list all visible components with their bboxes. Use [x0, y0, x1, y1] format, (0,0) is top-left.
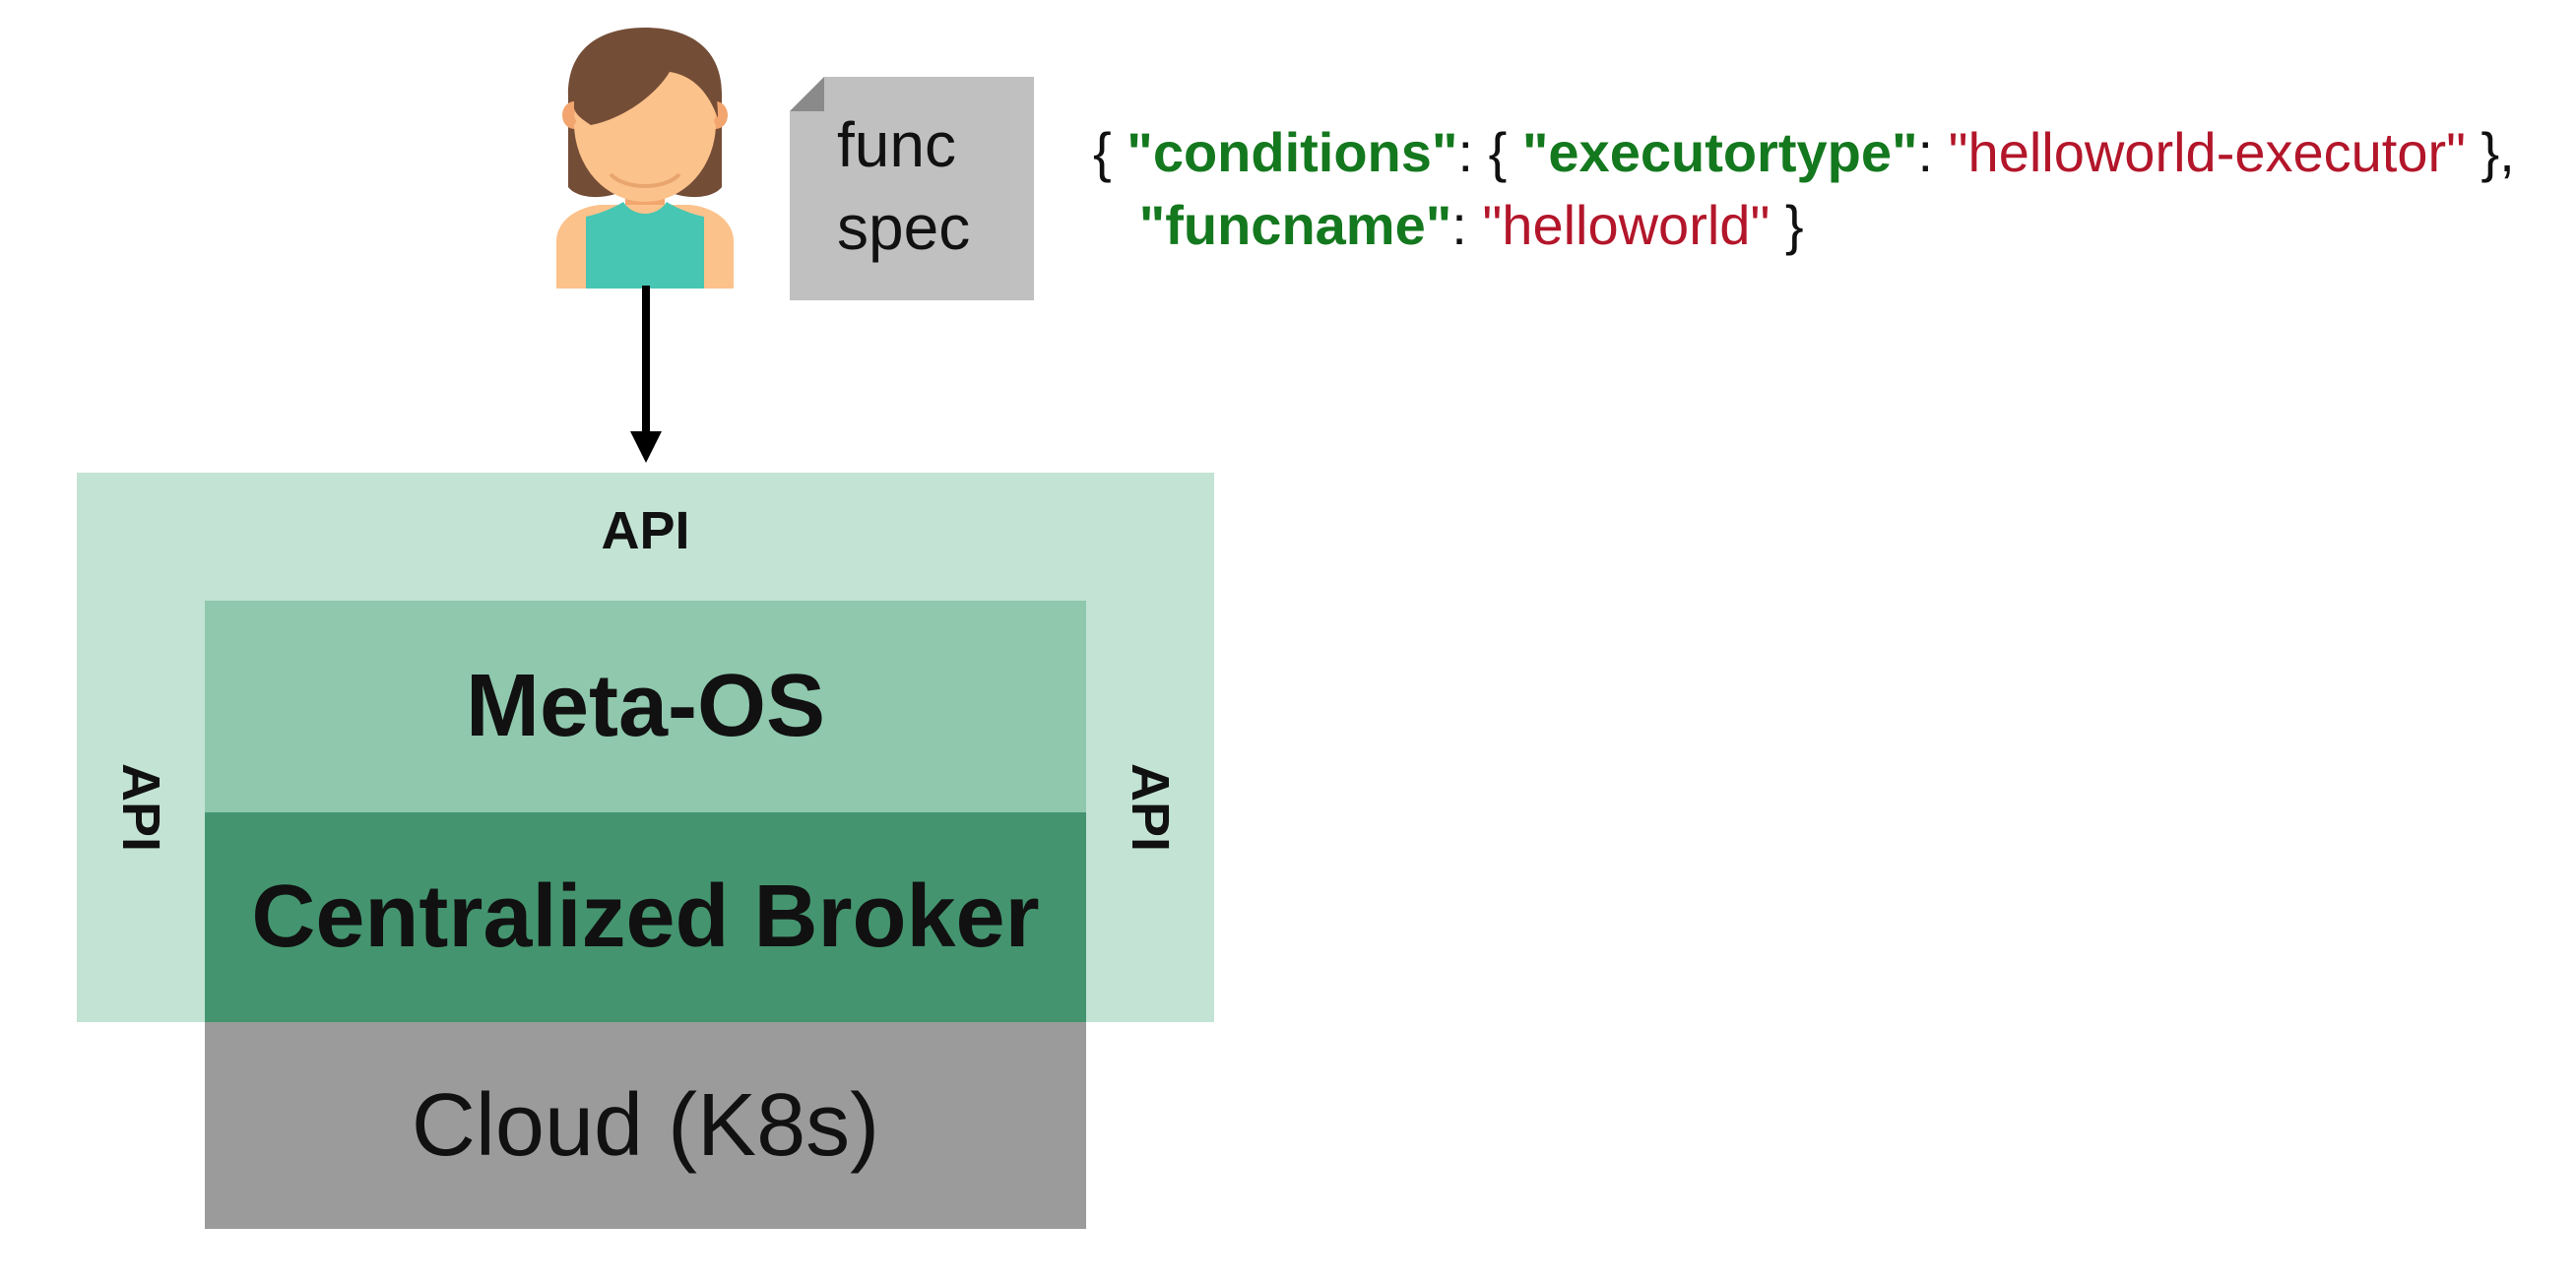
json-punct: :	[1451, 194, 1483, 256]
json-value-funcname: "helloworld"	[1482, 194, 1771, 256]
json-key-conditions: "conditions"	[1127, 121, 1458, 183]
json-punct: :	[1917, 121, 1949, 183]
func-spec-line2: spec	[837, 192, 971, 263]
json-brace: {	[1093, 121, 1127, 183]
arrow-shaft	[642, 286, 650, 433]
api-right-label: API	[1121, 762, 1180, 853]
meta-os-layer: Meta-OS	[205, 601, 1086, 812]
cloud-k8s-layer: Cloud (K8s)	[205, 1022, 1086, 1229]
json-value-executor: "helloworld-executor"	[1948, 121, 2466, 183]
centralized-broker-layer: Centralized Broker	[205, 812, 1086, 1022]
woman-user-icon	[556, 28, 734, 289]
api-left-label: API	[111, 762, 170, 853]
func-spec-line1: func	[837, 109, 956, 180]
json-punct: : {	[1457, 121, 1522, 183]
json-key-executortype: "executortype"	[1521, 121, 1918, 183]
json-punct: },	[2466, 121, 2515, 183]
arrow-head-icon	[630, 431, 662, 463]
json-brace: }	[1770, 194, 1804, 256]
api-top-label: API	[601, 501, 690, 560]
json-key-funcname: "funcname"	[1138, 194, 1452, 256]
func-spec-json: { "conditions": { "executortype": "hello…	[1093, 116, 2515, 262]
func-spec-label: func spec	[837, 103, 1024, 269]
document-icon	[790, 77, 1034, 300]
